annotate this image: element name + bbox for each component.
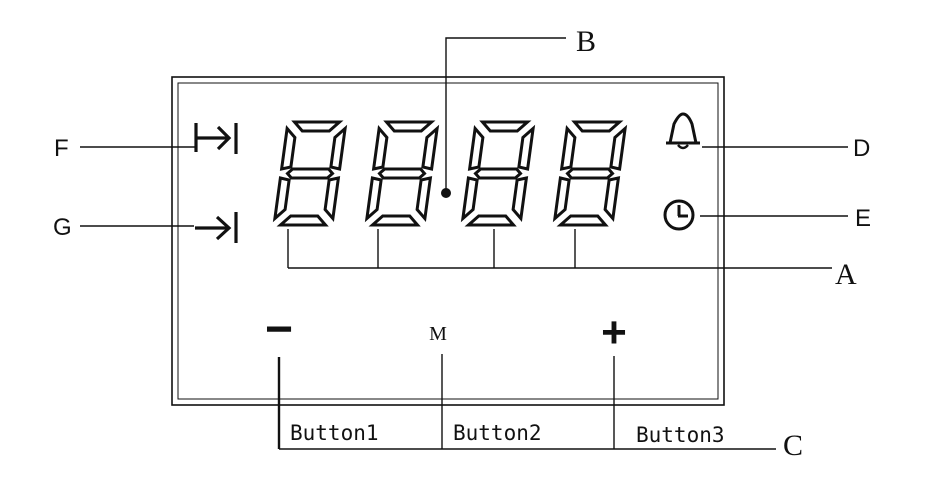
- display-panel: [171, 76, 725, 406]
- segment-b: [609, 124, 628, 171]
- callout-f: F: [54, 135, 69, 162]
- segment-f: [467, 125, 485, 171]
- segment-c: [603, 176, 621, 222]
- skip-to-end-icon: [194, 123, 238, 154]
- segment-a: [479, 120, 532, 133]
- callout-g: G: [53, 214, 72, 241]
- callout-c: C: [783, 429, 803, 462]
- segment-a: [571, 120, 624, 133]
- callout-d: D: [853, 135, 870, 162]
- plus-key[interactable]: +: [601, 308, 627, 357]
- segment-e: [552, 176, 571, 223]
- colon-dot: [441, 188, 451, 198]
- segment-f: [559, 125, 577, 171]
- segment-d: [276, 214, 329, 227]
- segment-e: [364, 176, 383, 223]
- segment-c: [323, 176, 341, 222]
- segment-f: [279, 125, 297, 171]
- segment-a: [291, 120, 344, 133]
- segment-a: [383, 120, 436, 133]
- callout-b: B: [576, 25, 596, 58]
- segment-f: [371, 125, 389, 171]
- clock-icon: [663, 199, 695, 231]
- leader-lines: [80, 37, 848, 450]
- mode-key[interactable]: M: [429, 323, 447, 345]
- callout-e: E: [855, 205, 871, 232]
- minus-key[interactable]: −: [265, 303, 293, 356]
- segment-e: [460, 176, 479, 223]
- segment-g: [565, 167, 615, 180]
- segment-b: [329, 124, 348, 171]
- segment-d: [464, 214, 517, 227]
- segment-g: [285, 167, 335, 180]
- segment-g: [473, 167, 523, 180]
- button1-label: Button1: [290, 421, 379, 445]
- arrow-to-bar-icon: [195, 212, 238, 243]
- digit-1: [272, 120, 348, 227]
- digit-4: [552, 120, 628, 227]
- segment-c: [415, 176, 433, 222]
- bell-icon: [666, 112, 700, 150]
- segment-c: [511, 176, 529, 222]
- segment-d: [556, 214, 609, 227]
- segment-g: [377, 167, 427, 180]
- segment-b: [421, 124, 440, 171]
- button3-label: Button3: [636, 423, 725, 447]
- digit-display: [272, 120, 628, 227]
- segment-b: [517, 124, 536, 171]
- button2-label: Button2: [453, 421, 542, 445]
- callout-a: A: [835, 258, 857, 291]
- segment-e: [272, 176, 291, 223]
- digit-3: [460, 120, 536, 227]
- digit-2: [364, 120, 440, 227]
- segment-d: [368, 214, 421, 227]
